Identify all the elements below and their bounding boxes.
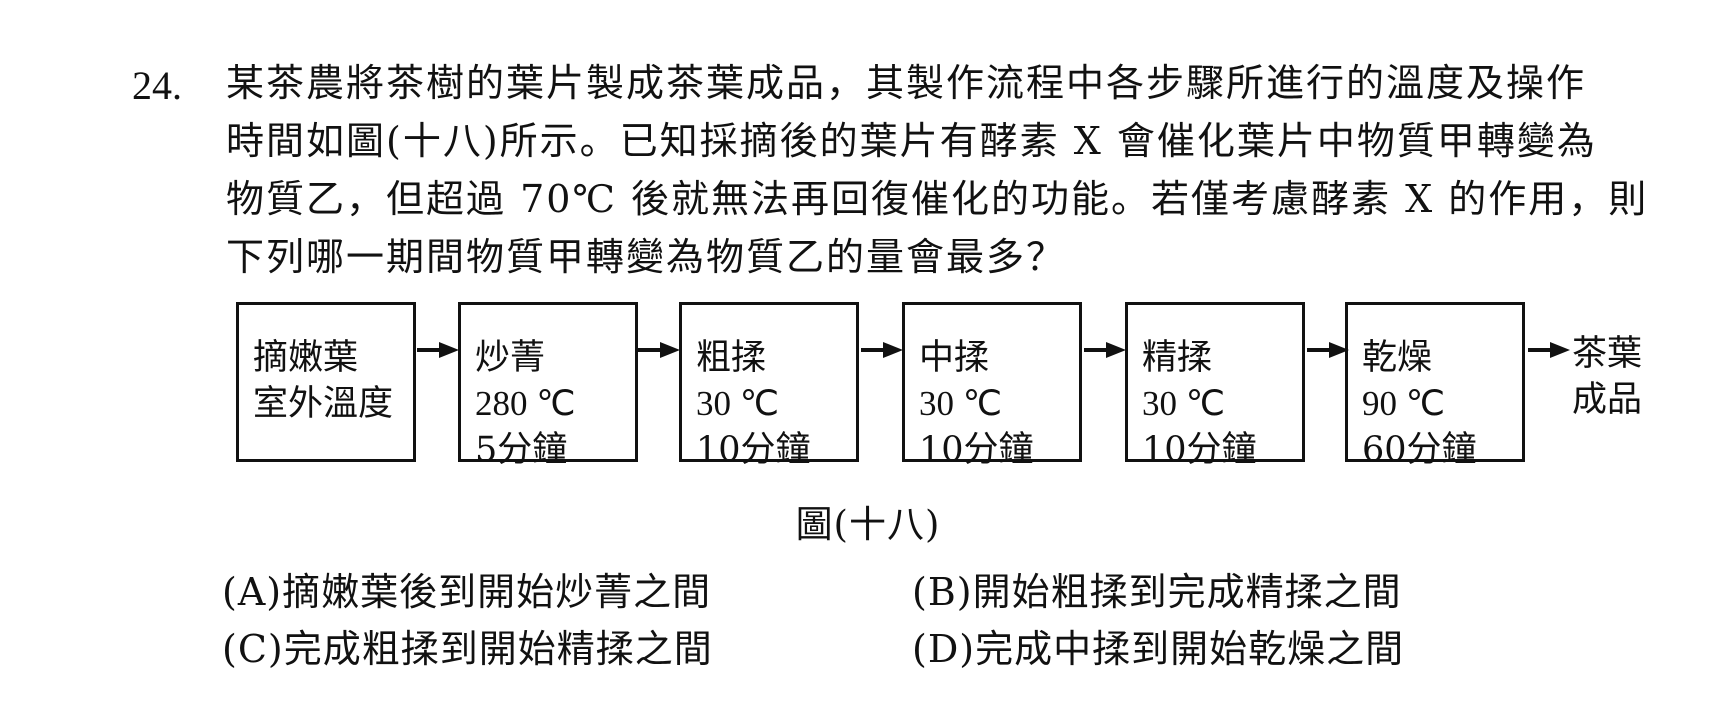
step-name: 摘嫩葉	[253, 338, 359, 378]
step-name: 中揉	[919, 338, 990, 378]
final-product-label: 茶葉 成品	[1572, 334, 1643, 420]
step-box-rough-roll: 粗揉 30 ℃ 10分鐘	[679, 302, 859, 470]
option-a[interactable]: (A)摘嫩葉後到開始炒菁之間	[222, 570, 712, 614]
option-d[interactable]: (D)完成中揉到開始乾燥之間	[912, 627, 1405, 671]
flow-arrow	[1084, 342, 1126, 358]
step-name: 精揉	[1142, 338, 1213, 378]
step-temp: 90 ℃	[1362, 384, 1446, 423]
step-name: 乾燥	[1362, 338, 1433, 378]
flow-arrow	[1528, 342, 1570, 358]
question-stem: 某茶農將茶樹的葉片製成茶葉成品，其製作流程中各步驟所進行的溫度及操作 時間如圖(…	[226, 54, 1676, 286]
step-temp: 30 ℃	[696, 384, 780, 423]
flow-arrow	[638, 342, 680, 358]
step-time: 60分鐘	[1362, 430, 1477, 470]
question-line: 下列哪一期間物質甲轉變為物質乙的量會最多？	[226, 235, 1067, 279]
step-box-pan-fry: 炒菁 280 ℃ 5分鐘	[458, 302, 638, 470]
step-box-pick-leaves: 摘嫩葉 室外溫度	[236, 302, 416, 462]
question-line: 時間如圖(十八)所示。已知採摘後的葉片有酵素 X 會催化葉片中物質甲轉變為	[226, 119, 1597, 163]
step-temp: 室外溫度	[253, 384, 394, 424]
option-b[interactable]: (B)開始粗揉到完成精揉之間	[912, 570, 1402, 614]
figure-caption: 圖(十八)	[795, 503, 941, 546]
step-time: 10分鐘	[696, 430, 811, 470]
flow-arrow	[417, 342, 459, 358]
step-box-dry: 乾燥 90 ℃ 60分鐘	[1345, 302, 1525, 470]
option-c[interactable]: (C)完成粗揉到開始精揉之間	[222, 627, 713, 671]
question-line: 物質乙，但超過 70℃ 後就無法再回復催化的功能。若僅考慮酵素 X 的作用，則	[226, 177, 1649, 221]
flow-arrow	[1307, 342, 1349, 358]
question-number: 24.	[132, 63, 182, 108]
step-name: 粗揉	[696, 338, 767, 378]
question-line: 某茶農將茶樹的葉片製成茶葉成品，其製作流程中各步驟所進行的溫度及操作	[226, 61, 1587, 105]
step-temp: 30 ℃	[1142, 384, 1226, 423]
step-time: 5分鐘	[475, 430, 568, 470]
step-name: 炒菁	[475, 338, 546, 378]
step-time: 10分鐘	[919, 430, 1034, 470]
step-box-fine-roll: 精揉 30 ℃ 10分鐘	[1125, 302, 1305, 470]
step-box-medium-roll: 中揉 30 ℃ 10分鐘	[902, 302, 1082, 470]
step-temp: 30 ℃	[919, 384, 1003, 423]
flow-arrow	[861, 342, 903, 358]
step-temp: 280 ℃	[475, 384, 576, 423]
step-time: 10分鐘	[1142, 430, 1257, 470]
